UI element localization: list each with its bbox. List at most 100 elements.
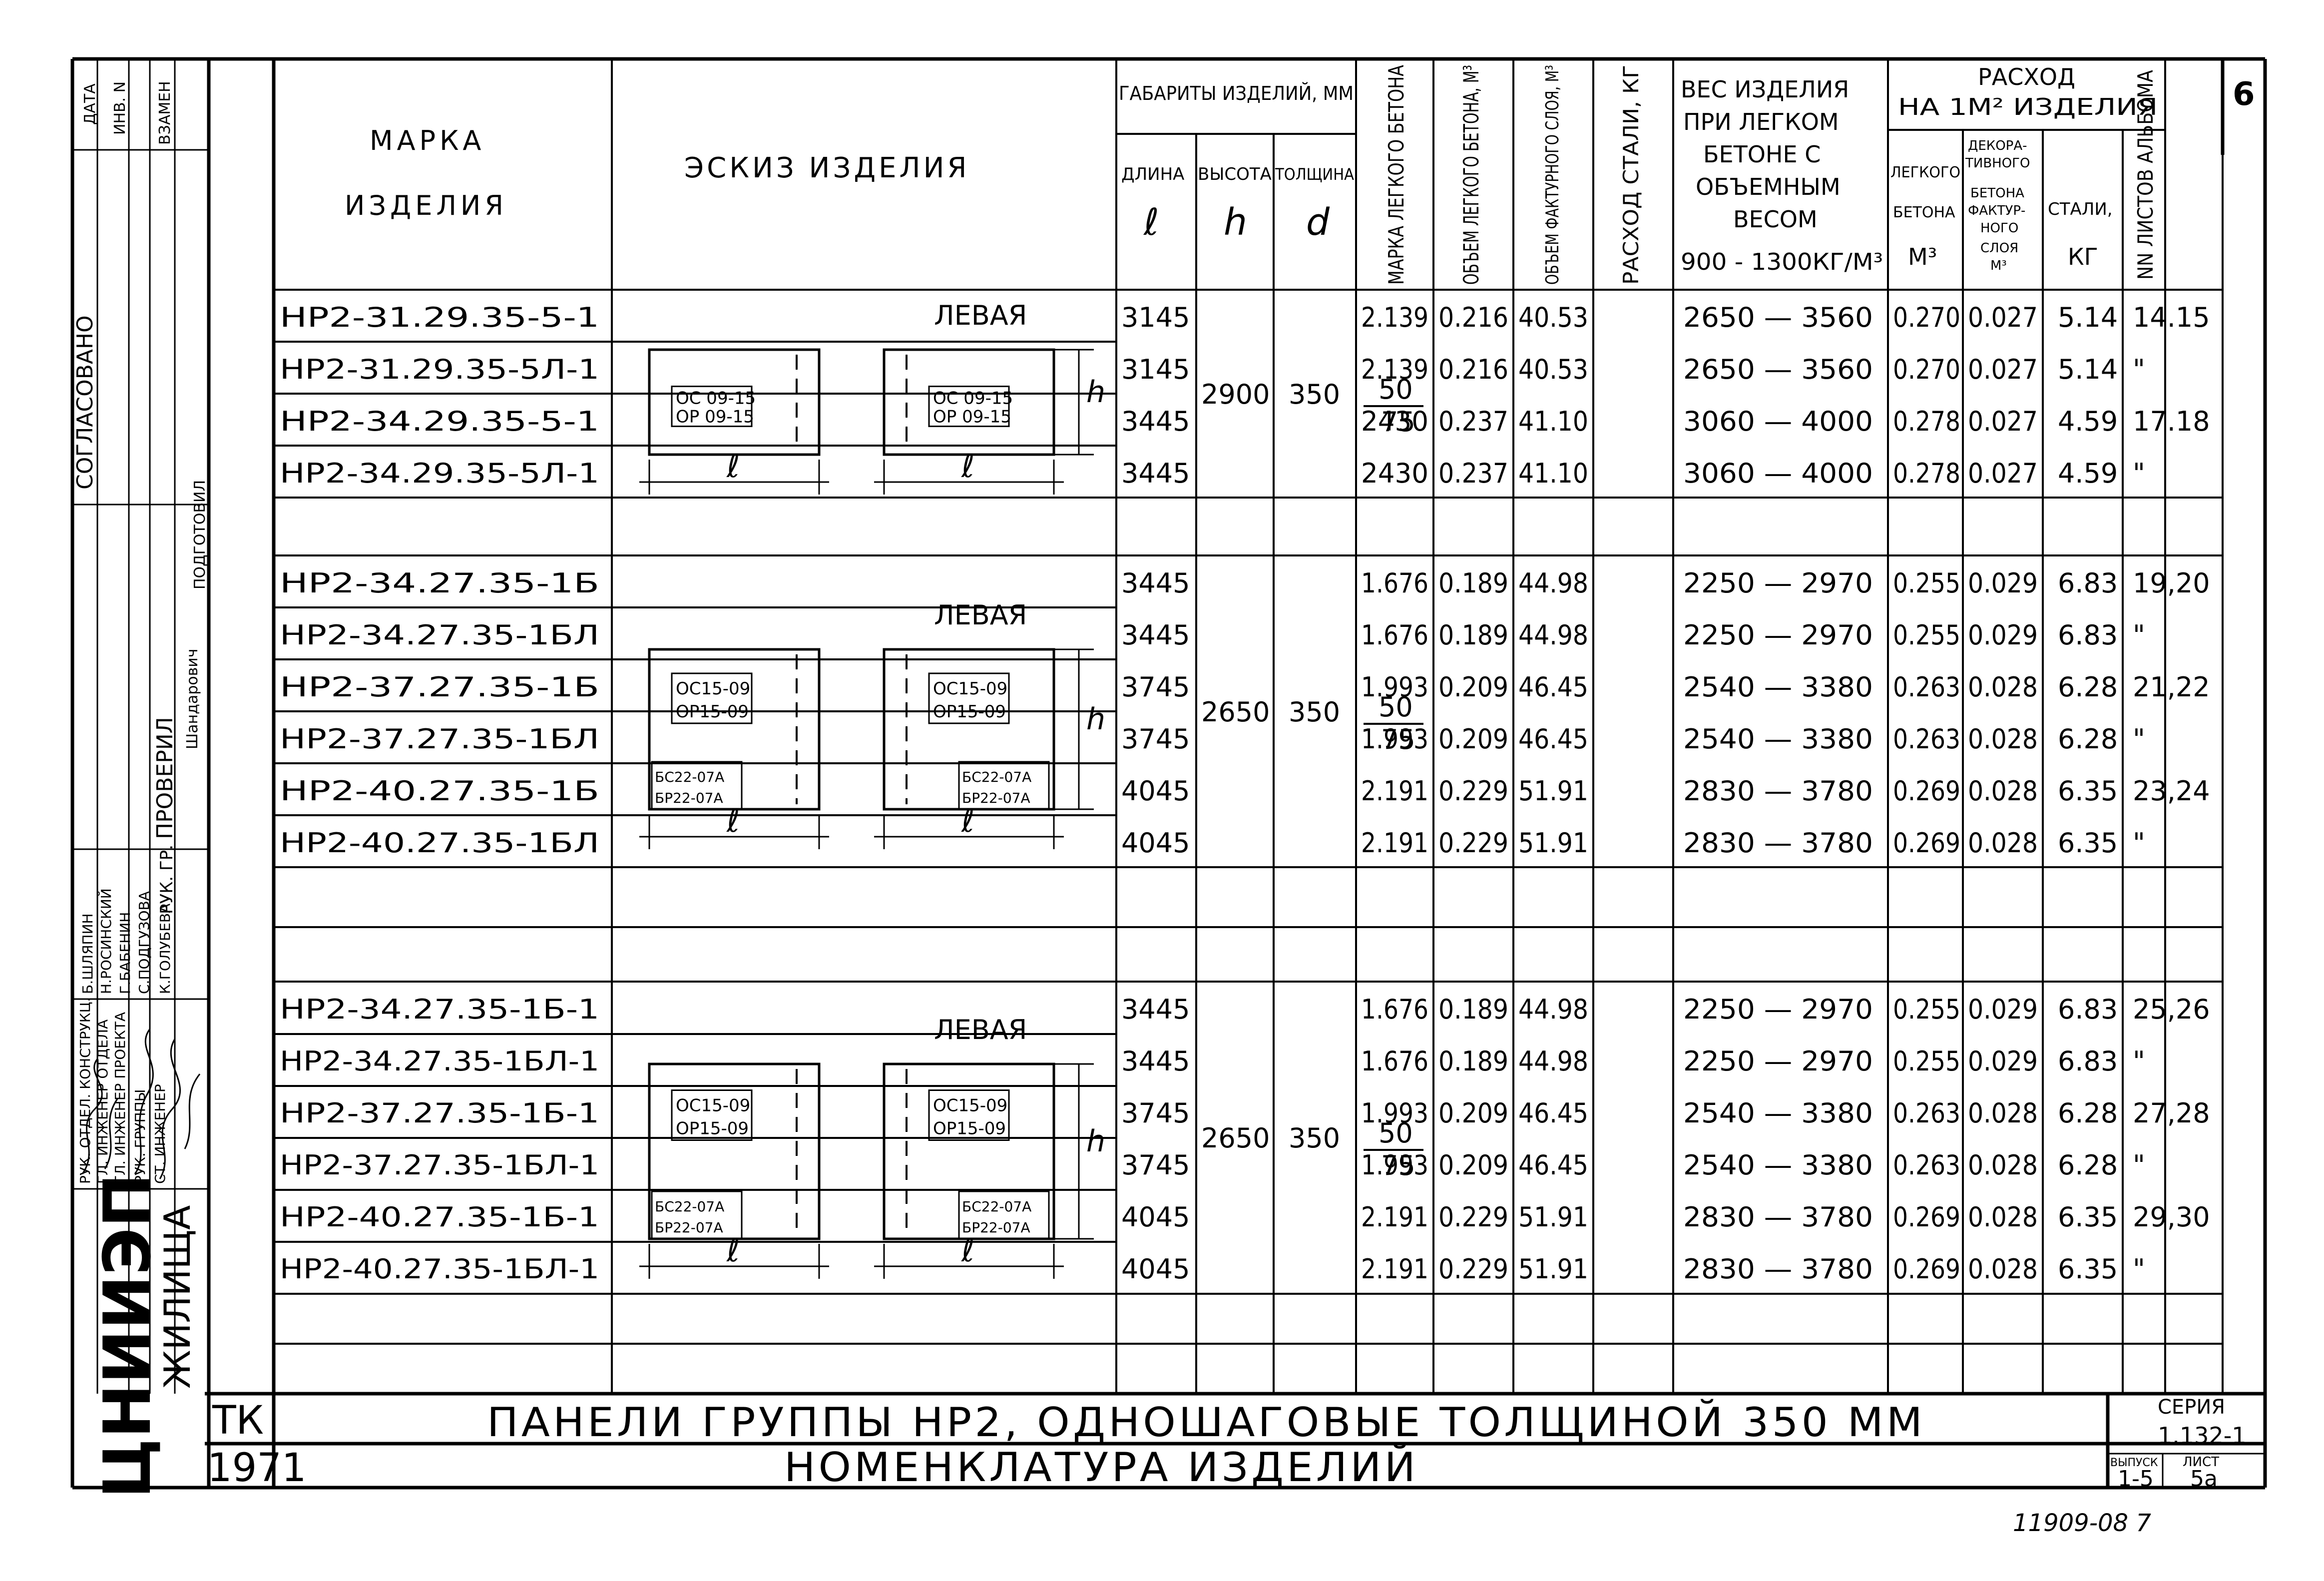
- header-cons-deco-3: БЕТОНА: [1970, 186, 2024, 201]
- left-variant-label: ЛЕВАЯ: [934, 300, 1027, 331]
- cons-steel-cell: 4.59: [2058, 406, 2118, 437]
- footer-series-label: СЕРИЯ: [2158, 1396, 2225, 1419]
- cons-light-cell: 0.269: [1893, 1253, 1960, 1285]
- mark-cell: НР2-34.29.35-5-1: [280, 406, 599, 437]
- vol-light-cell: 1.993: [1361, 1149, 1428, 1181]
- thickness-cell: 350: [1289, 696, 1340, 728]
- mark-cell: НР2-40.27.35-1Б: [280, 775, 599, 807]
- sheets-cell: 21,22: [2133, 671, 2210, 703]
- steel-cell: 41.10: [1518, 406, 1588, 437]
- cons-deco-cell: 0.028: [1968, 671, 2038, 703]
- footer-series-value: 1.132-1: [2158, 1422, 2247, 1449]
- cons-light-cell: 0.255: [1893, 994, 1960, 1025]
- window-block: [671, 386, 753, 427]
- weight-cell: 2830 — 3780: [1683, 775, 1873, 807]
- weight-cell: 3060 — 4000: [1683, 458, 1873, 489]
- mark-cell: НР2-34.27.35-1БЛ: [280, 619, 599, 651]
- balcony-block: [651, 1190, 743, 1240]
- table-header: МАРКА ИЗДЕЛИЯ ЭСКИЗ ИЗДЕЛИЯ ГАБАРИТЫ ИЗД…: [345, 63, 2255, 285]
- grade-numerator: 50: [1379, 1117, 1413, 1149]
- steel-cell: 40.53: [1518, 302, 1588, 333]
- cons-deco-cell: 0.029: [1968, 1046, 2038, 1077]
- staff-role: ГЛ. ИНЖЕНЕР ОТДЕЛА: [94, 1020, 111, 1184]
- left-title-strip: [72, 59, 209, 1394]
- vol-light-cell: 2.191: [1361, 1201, 1428, 1233]
- length-cell: 3445: [1121, 567, 1190, 599]
- vol-facing-cell: 0.229: [1438, 1253, 1508, 1285]
- cons-steel-cell: 5.14: [2058, 354, 2118, 385]
- vol-light-cell: 1.676: [1361, 994, 1428, 1025]
- block-label: ОС15-09: [676, 1096, 750, 1116]
- dim-height-label: h: [1086, 1124, 1105, 1159]
- cons-steel-cell: 6.35: [2058, 1201, 2118, 1233]
- block-label: ОР15-09: [676, 1119, 749, 1139]
- block-label: БР22-07А: [655, 790, 723, 806]
- staff-name: С.ПОДГУЗОВА: [136, 891, 152, 994]
- cons-steel-cell: 6.83: [2058, 994, 2118, 1025]
- header-cons-steel-unit: КГ: [2068, 243, 2098, 270]
- vol-light-cell: 2.191: [1361, 775, 1428, 807]
- sheets-cell: 19,20: [2133, 567, 2210, 599]
- mark-cell: НР2-37.27.35-1Б-1: [280, 1097, 599, 1129]
- header-steel: РАСХОД СТАЛИ, КГ: [1619, 65, 1643, 285]
- cons-deco-cell: 0.028: [1968, 1097, 2038, 1129]
- cons-light-cell: 0.270: [1893, 354, 1960, 385]
- block-label: ОС15-09: [933, 1096, 1007, 1116]
- mark-cell: НР2-37.27.35-1Б: [280, 671, 599, 703]
- mark-cell: НР2-34.29.35-5Л-1: [280, 458, 599, 489]
- sheets-cell: ": [2133, 458, 2145, 489]
- weight-cell: 3060 — 4000: [1683, 406, 1873, 437]
- header-height: ВЫСОТА: [1198, 164, 1272, 184]
- header-mark-line1: МАРКА: [370, 125, 485, 156]
- steel-cell: 51.91: [1518, 775, 1588, 807]
- header-weight-2: ПРИ ЛЕГКОМ: [1683, 108, 1839, 135]
- header-vol-light: ОБЪЕМ ЛЕГКОГО БЕТОНА, М³: [1459, 65, 1483, 285]
- steel-cell: 51.91: [1518, 827, 1588, 859]
- vol-light-cell: 1.676: [1361, 1046, 1428, 1077]
- steel-cell: 44.98: [1518, 619, 1588, 651]
- block-label: ОС15-09: [933, 679, 1007, 699]
- header-concrete-grade: МАРКА ЛЕГКОГО БЕТОНА: [1384, 65, 1408, 285]
- cons-deco-cell: 0.028: [1968, 775, 2038, 807]
- sheets-cell: ": [2133, 354, 2145, 385]
- staff-list: РУК. ОТДЕЛ. КОНСТРУКЦ. Б.ШЛЯПИН ГЛ. ИНЖЕ…: [77, 888, 173, 1184]
- block-label: ОР15-09: [676, 702, 749, 722]
- cons-deco-cell: 0.029: [1968, 567, 2038, 599]
- block-label: ОС 09-15: [676, 389, 756, 409]
- mark-cell: НР2-37.27.35-1БЛ-1: [280, 1149, 599, 1181]
- block-label: БР22-07А: [655, 1219, 723, 1236]
- vol-facing-cell: 0.229: [1438, 1201, 1508, 1233]
- cons-steel-cell: 6.35: [2058, 827, 2118, 859]
- header-sketch: ЭСКИЗ ИЗДЕЛИЯ: [684, 152, 969, 184]
- mark-cell: НР2-34.27.35-1БЛ-1: [280, 1046, 599, 1077]
- block-label: БС22-07А: [962, 1198, 1031, 1215]
- window-block: [928, 386, 1010, 427]
- footer-issue-label: ВЫПУСК: [2110, 1457, 2158, 1469]
- header-cons-2: НА 1М² ИЗДЕЛИЯ: [1898, 93, 2158, 120]
- block-label: ОС15-09: [676, 679, 750, 699]
- weight-cell: 2250 — 2970: [1683, 567, 1873, 599]
- cons-deco-cell: 0.029: [1968, 619, 2038, 651]
- header-length-sym: ℓ: [1143, 201, 1159, 244]
- vol-light-cell: 2430: [1361, 406, 1428, 437]
- weight-cell: 2830 — 3780: [1683, 827, 1873, 859]
- weight-cell: 2540 — 3380: [1683, 1149, 1873, 1181]
- cons-deco-cell: 0.029: [1968, 994, 2038, 1025]
- vol-facing-cell: 0.209: [1438, 723, 1508, 755]
- header-cons-1: РАСХОД: [1978, 63, 2075, 90]
- header-thickness-sym: d: [1306, 201, 1330, 244]
- cons-light-cell: 0.269: [1893, 775, 1960, 807]
- cons-steel-cell: 4.59: [2058, 458, 2118, 489]
- length-cell: 3745: [1121, 671, 1190, 703]
- header-cons-deco-6: СЛОЯ: [1980, 241, 2018, 256]
- sheets-cell: ": [2133, 1149, 2145, 1181]
